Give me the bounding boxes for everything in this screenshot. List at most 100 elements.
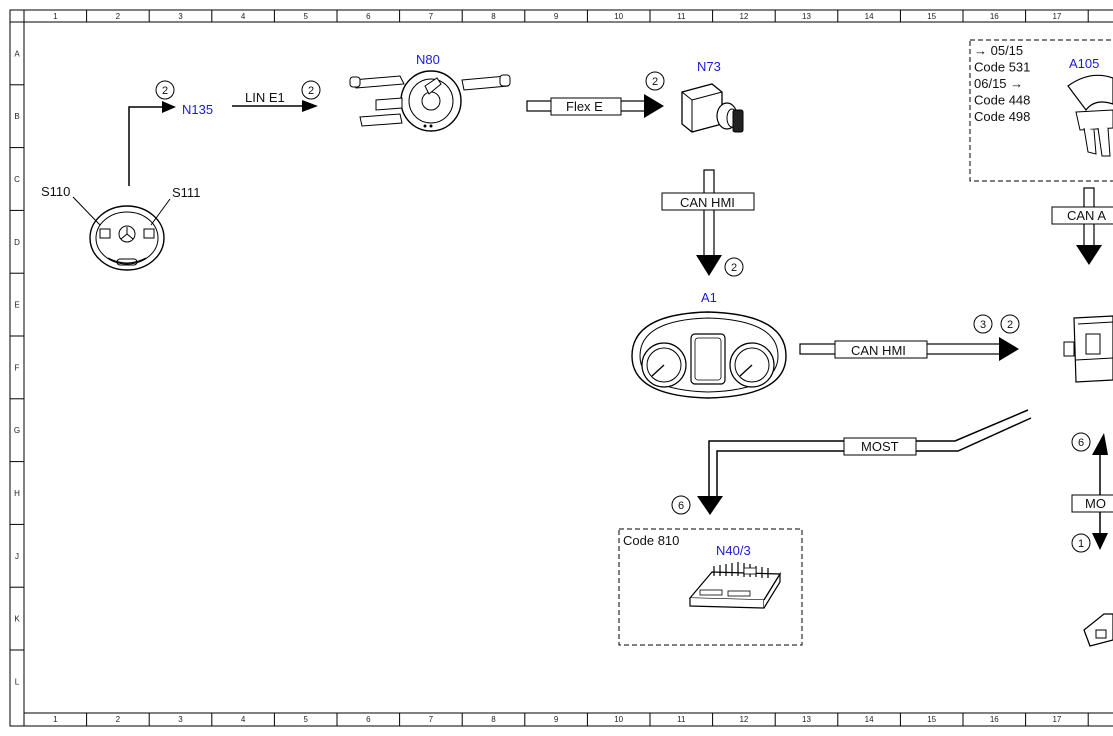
grid-column-label: 13 [802,715,811,724]
marker-can-hmi-right-b-text: 2 [1007,319,1013,331]
grid-column-label: 10 [614,12,623,21]
marker-most-down: 6 [671,495,691,515]
grid-column-label: 9 [554,715,559,724]
marker-right-down-text: 1 [1078,538,1084,550]
head-unit-icon [1063,315,1113,383]
instrument-cluster-icon [631,311,787,399]
connection-lin-e1 [232,100,318,112]
a105-code-line: → 05/15 [974,43,1023,58]
flex-e-label: Flex E [566,99,603,114]
grid-column-label: 10 [614,715,623,724]
connection-flex-e [526,94,664,118]
marker-can-hmi-right-a-text: 3 [980,319,986,331]
connection-can-hmi-vertical [661,169,755,276]
marker-n135: 2 [155,80,175,100]
s110-label: S110 [41,184,70,199]
grid-row-label: K [14,615,20,624]
grid-row-label: B [14,112,19,121]
connection-most-right-partial [1071,433,1113,550]
a105-option-box [969,39,1113,182]
marker-can-hmi-right-b: 2 [1000,314,1020,334]
grid-column-label: 14 [865,715,874,724]
grid-column-label: 4 [241,715,246,724]
marker-right-down: 1 [1071,533,1091,553]
grid-column-label: 12 [739,715,748,724]
marker-most-down-text: 6 [678,500,684,512]
grid-column-label: 3 [178,715,183,724]
touchpad-icon [1067,74,1113,157]
marker-n135-text: 2 [162,85,168,97]
grid-column-label: 17 [1052,715,1061,724]
grid-column-label: 15 [927,715,936,724]
grid-column-label: 5 [303,12,308,21]
marker-right-up-text: 6 [1078,437,1084,449]
a105-code-line: Code 531 [974,60,1030,75]
grid-column-label: 16 [990,715,999,724]
grid-column-label: 7 [429,715,434,724]
diagram-frame [9,9,1113,727]
grid-column-label: 6 [366,715,371,724]
grid-column-label: 6 [366,12,371,21]
grid-column-label: 12 [739,12,748,21]
ignition-switch-icon [681,83,744,133]
grid-column-label: 1 [53,715,58,724]
s111-label: S111 [172,185,200,200]
marker-lin-e1: 2 [301,80,321,100]
can-hmi-horizontal-label: CAN HMI [851,343,906,358]
marker-n73: 2 [645,71,665,91]
steering-column-module-icon [349,70,511,132]
a105-code-line: 06/15 → [974,76,1023,91]
grid-column-label: 2 [116,715,121,724]
marker-right-up: 6 [1071,432,1091,452]
most-label: MOST [861,439,899,454]
grid-column-label: 7 [429,12,434,21]
n40-3-option-box [618,528,803,646]
code-810-label: Code 810 [623,533,679,548]
a1-label: A1 [701,290,717,305]
grid-column-label: 3 [178,12,183,21]
amplifier-icon [688,562,782,609]
connection-can-a-partial [1051,187,1113,265]
steering-wheel-icon [89,205,165,271]
grid-column-label: 4 [241,12,246,21]
grid-column-label: 8 [491,12,496,21]
grid-row-label: F [15,363,20,372]
marker-can-hmi-down-text: 2 [731,262,737,274]
a105-label: A105 [1069,56,1099,71]
grid-column-label: 14 [865,12,874,21]
grid-column-label: 17 [1052,12,1061,21]
marker-lin-e1-text: 2 [308,85,314,97]
mo-label: MO [1085,496,1106,511]
grid-column-label: 9 [554,12,559,21]
connection-most [697,409,1032,515]
marker-can-hmi-right-a: 3 [973,314,993,334]
grid-row-label: H [14,489,20,498]
a105-code-line: Code 448 [974,93,1030,108]
n80-label: N80 [416,52,440,67]
grid-row-label: D [14,238,20,247]
can-a-label: CAN A [1067,208,1106,223]
grid-row-label: L [15,677,20,686]
grid-column-label: 5 [303,715,308,724]
marker-can-hmi-down: 2 [724,257,744,277]
s111-leader-line [150,198,171,226]
a105-code-line: Code 498 [974,109,1030,124]
grid-column-label: 13 [802,12,811,21]
n40-3-label: N40/3 [716,543,751,558]
n73-label: N73 [697,59,721,74]
marker-n73-text: 2 [652,76,658,88]
can-hmi-vertical-label: CAN HMI [680,195,735,210]
grid-column-label: 11 [677,715,686,724]
connection-steering-to-n135 [128,101,176,186]
grid-row-label: J [15,552,19,561]
lin-e1-label: LIN E1 [245,90,285,105]
s110-leader-line [72,196,101,226]
grid-column-label: 1 [53,12,58,21]
bottom-right-module-icon [1083,613,1113,647]
n135-label: N135 [182,102,213,117]
